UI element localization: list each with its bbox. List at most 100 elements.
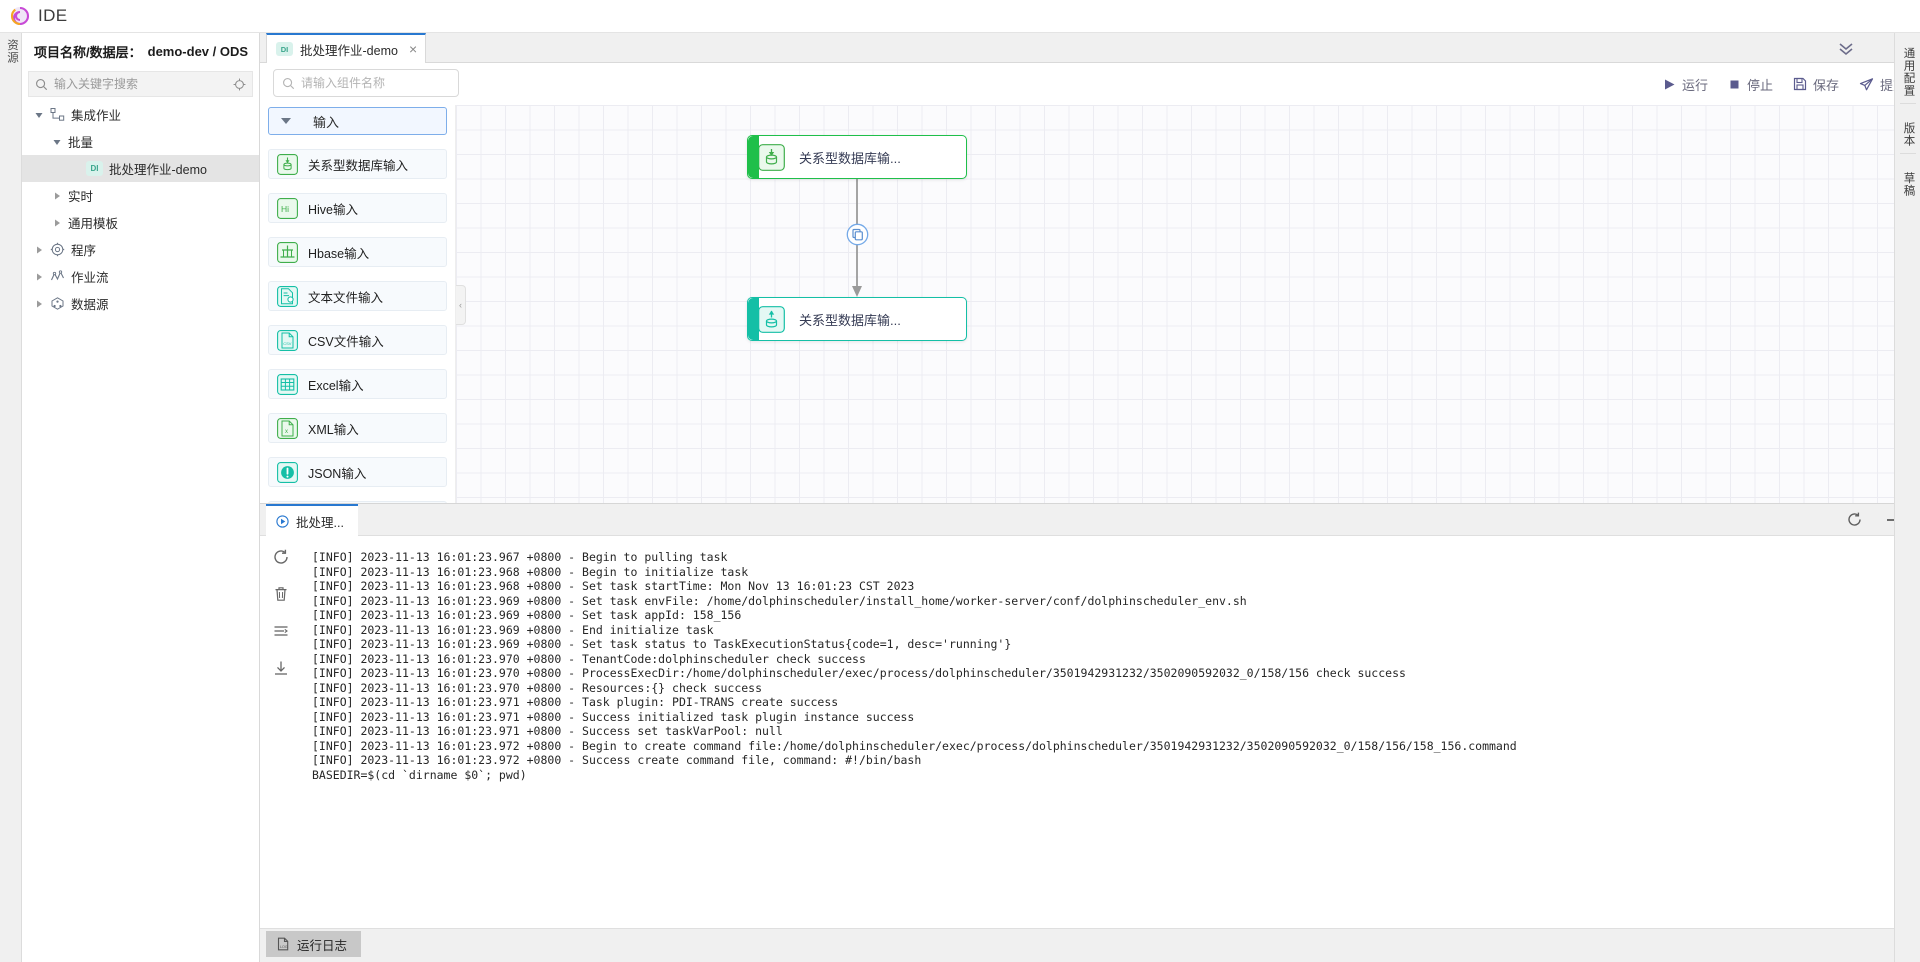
chevron-right-icon[interactable] (34, 272, 44, 282)
trash-icon[interactable] (272, 585, 290, 603)
tree-item-6[interactable]: 作业流 (22, 263, 259, 290)
palette-item-label: JSON输入 (308, 466, 367, 481)
crosshair-icon[interactable] (233, 78, 246, 91)
tree-item-label: 集成作业 (71, 109, 122, 123)
editor-area: DI 批处理作业-demo × 运行 (260, 33, 1920, 962)
edge-layer (852, 179, 862, 297)
sitemap-icon (50, 108, 65, 121)
log-panel: 批处理... (260, 503, 1920, 962)
palette-item-3[interactable]: 文本文件输入 (268, 281, 447, 311)
text-file-icon (277, 285, 298, 307)
chevron-right-icon[interactable] (34, 299, 44, 309)
sidebar-search[interactable] (28, 71, 253, 97)
chevron-right-icon[interactable] (34, 245, 44, 255)
chevron-right-icon[interactable] (52, 218, 62, 228)
app-header: IDE (0, 0, 1920, 33)
right-rail-section-0[interactable]: 通用配置 (1899, 41, 1916, 104)
log-output[interactable]: [INFO] 2023-11-13 16:01:23.967 +0800 - B… (312, 550, 1517, 782)
tree-item-label: 数据源 (71, 298, 109, 312)
palette-item-6[interactable]: x XML输入 (268, 413, 447, 443)
project-header: 项目名称/数据层： demo-dev / ODS (22, 33, 259, 69)
close-icon[interactable]: × (408, 41, 418, 57)
svg-text:x: x (285, 429, 288, 435)
svg-text:CSV: CSV (283, 341, 292, 346)
excel-icon (277, 373, 298, 395)
wrap-lines-icon[interactable] (272, 622, 290, 640)
database-input-icon (277, 153, 298, 175)
search-icon (283, 77, 295, 89)
edge-badge[interactable] (846, 223, 869, 251)
palette-item-0[interactable]: 关系型数据库输入 (268, 149, 447, 179)
flow-canvas[interactable]: 关系型数据库输... 关系型数据库输... (456, 105, 1920, 503)
palette-item-8[interactable]: Kafka输入 (268, 501, 447, 503)
tree-item-4[interactable]: 通用模板 (22, 209, 259, 236)
submit-icon (1859, 77, 1874, 90)
palette-item-2[interactable]: Hbase输入 (268, 237, 447, 267)
project-value: demo-dev / ODS (147, 43, 249, 59)
palette-collapse-handle[interactable]: ‹ (456, 285, 466, 325)
palette-group-input[interactable]: 输入 (268, 107, 447, 135)
canvas-node-db-input[interactable]: 关系型数据库输... (747, 135, 967, 179)
log-tab[interactable]: 批处理... (266, 504, 358, 536)
palette-item-label: Hive输入 (308, 202, 359, 217)
left-rail: 资源 (0, 33, 22, 962)
palette-item-5[interactable]: Excel输入 (268, 369, 447, 399)
chevron-down-icon[interactable] (34, 110, 44, 120)
tree-item-5[interactable]: 程序 (22, 236, 259, 263)
left-rail-resource-label[interactable]: 资源 (6, 39, 18, 64)
spiral-logo-icon (10, 6, 30, 26)
stop-button[interactable]: 停止 (1728, 75, 1773, 94)
hbase-icon (277, 241, 298, 263)
component-search-input[interactable] (301, 76, 456, 90)
double-chevron-down-icon[interactable] (1836, 38, 1856, 58)
palette-item-label: XML输入 (308, 422, 359, 437)
component-search[interactable] (273, 69, 459, 97)
palette-item-label: 文本文件输入 (308, 290, 384, 305)
tree-item-label: 程序 (71, 244, 97, 258)
svg-text:LOG: LOG (280, 945, 288, 949)
tab-batch-job-demo[interactable]: DI 批处理作业-demo × (266, 33, 427, 63)
palette-item-label: Excel输入 (308, 378, 364, 393)
chevron-right-icon[interactable] (52, 191, 62, 201)
canvas-node-label: 关系型数据库输... (799, 312, 901, 328)
right-rail: 通用配置版本草稿 (1894, 33, 1920, 962)
hive-icon: Hi (277, 197, 298, 219)
right-rail-section-1[interactable]: 版本 (1899, 116, 1916, 154)
editor-tabstrip: DI 批处理作业-demo × (260, 33, 1920, 63)
database-input-icon (758, 143, 785, 171)
refresh-icon[interactable] (1846, 511, 1863, 528)
log-tab-label: 批处理... (296, 515, 344, 530)
canvas-node-db-output[interactable]: 关系型数据库输... (747, 297, 967, 341)
di-badge: DI (86, 161, 103, 176)
search-icon (36, 78, 48, 90)
palette-item-7[interactable]: JSON输入 (268, 457, 447, 487)
log-tools (260, 536, 302, 928)
right-rail-section-2[interactable]: 草稿 (1902, 172, 1915, 197)
search-input[interactable] (54, 77, 227, 91)
log-tabstrip: 批处理... (260, 504, 1920, 536)
palette-item-1[interactable]: Hi Hive输入 (268, 193, 447, 223)
tree-item-label: 实时 (68, 190, 94, 204)
tree-item-7[interactable]: 数据源 (22, 290, 259, 317)
palette-group-label: 输入 (313, 114, 340, 130)
workflow-icon (51, 270, 64, 281)
palette-item-label: Hbase输入 (308, 246, 370, 261)
tree-item-0[interactable]: 集成作业 (22, 101, 259, 128)
log-file-icon: LOG (277, 937, 289, 951)
footer-tab-label: 运行日志 (297, 938, 348, 953)
download-icon[interactable] (272, 659, 290, 677)
play-circle-icon (276, 514, 289, 528)
tree-item-1[interactable]: 批量 (22, 128, 259, 155)
chevron-down-icon[interactable] (52, 137, 62, 147)
run-label: 运行 (1681, 77, 1708, 93)
save-button[interactable]: 保存 (1793, 75, 1839, 94)
tree-item-3[interactable]: 实时 (22, 182, 259, 209)
save-icon (1793, 77, 1807, 91)
footer-tab-run-log[interactable]: LOG 运行日志 (266, 931, 362, 957)
reload-icon[interactable] (272, 548, 290, 566)
run-button[interactable]: 运行 (1663, 75, 1708, 94)
